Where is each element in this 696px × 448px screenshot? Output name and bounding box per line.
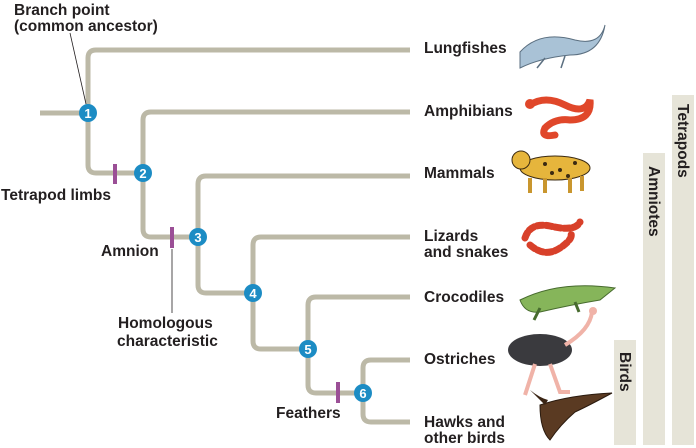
taxon-ostriches: Ostriches [424, 351, 496, 368]
branch-point-label: Branch point [14, 2, 110, 19]
svg-text:4: 4 [249, 286, 257, 301]
taxon-lungfishes: Lungfishes [424, 40, 507, 57]
taxon-lizards: Lizards [424, 228, 478, 245]
svg-text:2: 2 [139, 166, 146, 181]
node-2: 2 [134, 164, 152, 182]
homologous-label-sub: characteristic [117, 333, 218, 350]
homologous-label: Homologous [118, 315, 213, 332]
lungfish-image [519, 24, 606, 69]
svg-text:3: 3 [194, 230, 201, 245]
group-bar-birds: Birds [614, 340, 636, 445]
group-bar-tetrapods: Tetrapods [672, 95, 694, 445]
branch-point-pointer [69, 32, 87, 105]
ostrich-image [508, 307, 597, 396]
node-4: 4 [244, 284, 262, 302]
wildcat-image [511, 150, 591, 193]
svg-text:6: 6 [359, 386, 366, 401]
branch-crocodiles [305, 294, 410, 396]
salamander-image [525, 96, 594, 140]
svg-text:5: 5 [304, 342, 311, 357]
group-label-birds: Birds [616, 352, 633, 392]
taxon-hawks-sub: other birds [424, 430, 505, 447]
branches [40, 47, 410, 425]
branch-point-label-sub: (common ancestor) [14, 18, 158, 35]
group-label-tetrapods: Tetrapods [674, 104, 691, 178]
taxon-crocodiles: Crocodiles [424, 289, 504, 306]
tetrapod-limbs-label: Tetrapod limbs [1, 187, 111, 204]
group-label-amniotes: Amniotes [645, 166, 662, 237]
node-1: 1 [79, 104, 97, 122]
node-5: 5 [299, 340, 317, 358]
node-3: 3 [189, 228, 207, 246]
taxon-amphibians: Amphibians [424, 103, 513, 120]
feathers-label: Feathers [276, 405, 341, 422]
taxon-lizards-sub: and snakes [424, 244, 508, 261]
branch-lizards [250, 234, 410, 352]
taxon-mammals: Mammals [424, 165, 495, 182]
amnion-label: Amnion [101, 243, 159, 260]
svg-text:1: 1 [84, 106, 91, 121]
hawk-image [530, 390, 613, 441]
crocodile-image [519, 285, 617, 321]
group-bar-amniotes: Amniotes [643, 153, 665, 445]
taxon-hawks: Hawks and [424, 414, 505, 431]
node-6: 6 [354, 384, 372, 402]
snake-image [521, 218, 584, 256]
